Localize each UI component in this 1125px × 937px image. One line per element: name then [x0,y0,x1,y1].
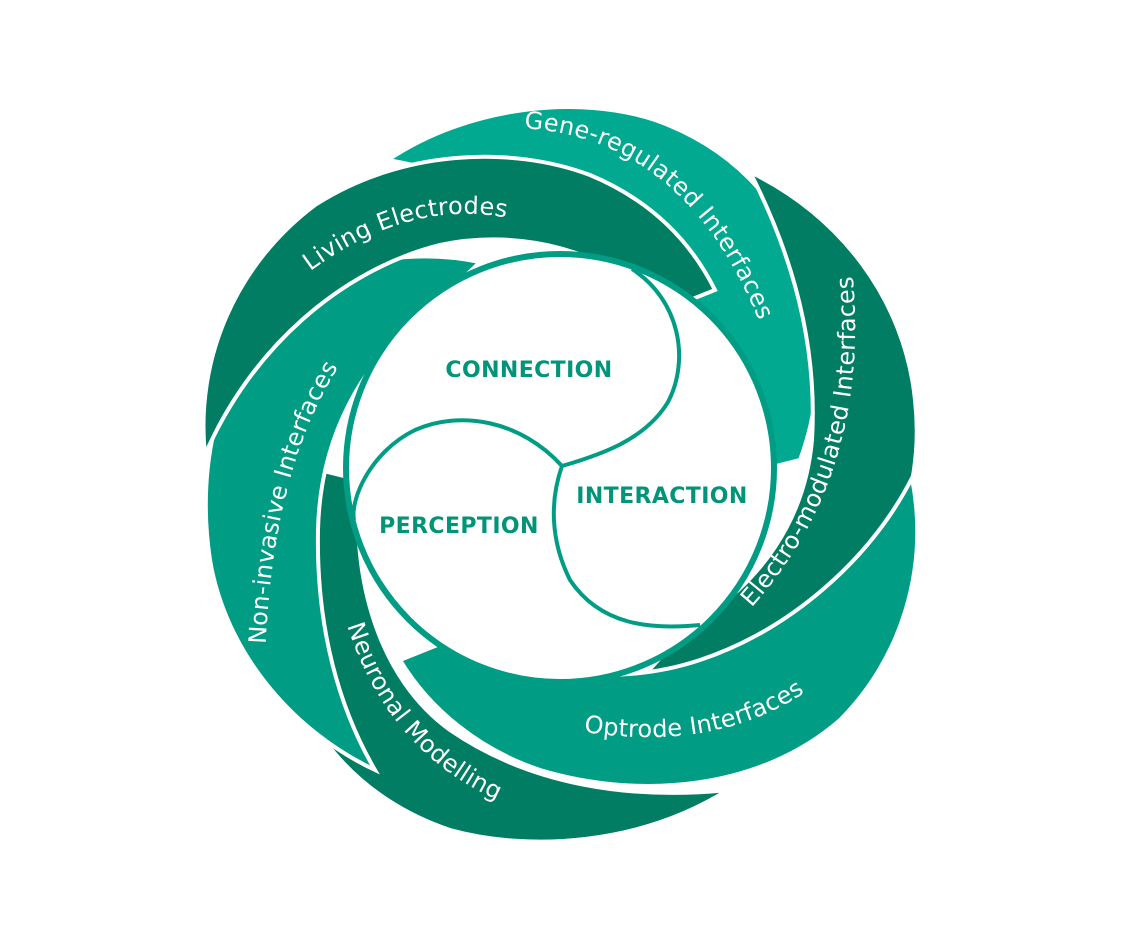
swirl-petals [201,105,920,844]
petal-living-electrodes [201,154,718,463]
core-label-interaction: INTERACTION [576,484,747,509]
core-label-connection: CONNECTION [445,358,612,383]
core-divider-curves [351,267,701,629]
core-label-perception: PERCEPTION [379,514,539,539]
petal-optrode-interfaces [397,471,920,788]
core: CONNECTION INTERACTION PERCEPTION [343,251,777,685]
